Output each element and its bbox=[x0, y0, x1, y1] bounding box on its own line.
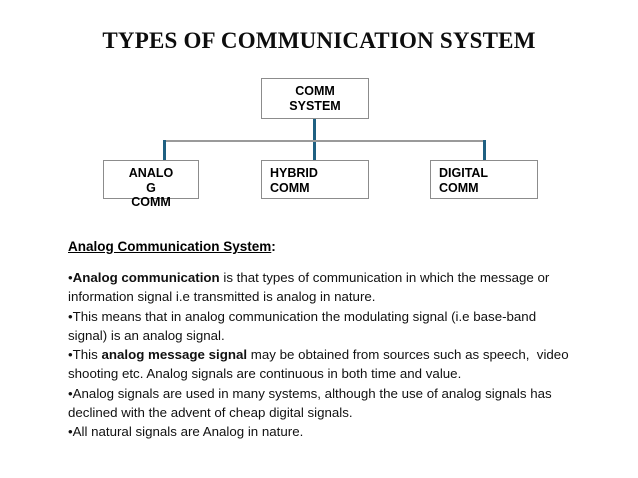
bullet-item: •All natural signals are Analog in natur… bbox=[68, 422, 578, 441]
bullet-text: is that types of communication in which … bbox=[68, 270, 557, 305]
bullet-bold-mid: analog message signal bbox=[101, 347, 248, 363]
diagram-node-analog-comm: ANALO G COMM bbox=[103, 160, 199, 209]
diagram-node-hybrid-comm: HYBRID COMM bbox=[261, 160, 369, 199]
bullet-text: Analog signals are used in many systems,… bbox=[68, 385, 560, 421]
bullet-item: •Analog signals are used in many systems… bbox=[68, 384, 578, 423]
bullet-text-tail: may be obtained from sources such as spe… bbox=[68, 347, 573, 382]
connector-digital-vertical bbox=[483, 140, 486, 160]
bullet-item: •This means that in analog communication… bbox=[68, 307, 578, 346]
bullet-marker: • bbox=[68, 424, 73, 440]
section-heading-colon: : bbox=[271, 239, 276, 254]
node-label-line-2: COMM bbox=[270, 180, 310, 195]
diagram-node-comm-system: COMM SYSTEM bbox=[261, 78, 369, 119]
node-label-line-3: COMM bbox=[131, 195, 171, 209]
node-label-line-2: COMM bbox=[439, 180, 479, 195]
bullet-marker: • bbox=[68, 385, 73, 401]
node-label-line-1: DIGITAL bbox=[439, 166, 489, 180]
connector-root-vertical bbox=[313, 119, 316, 160]
node-label-line-2: G bbox=[146, 180, 156, 195]
communication-system-tree-diagram: COMM SYSTEM ANALO G COMM HYBRID COMM DIG… bbox=[0, 0, 638, 215]
page-title: TYPES OF COMMUNICATION SYSTEM bbox=[102, 28, 536, 53]
bullet-text: This means that in analog communication … bbox=[68, 308, 544, 343]
content-body: Analog Communication System: •Analog com… bbox=[68, 238, 578, 442]
bullet-marker: • bbox=[68, 270, 73, 285]
node-label-line-1: ANALO bbox=[128, 166, 174, 180]
section-heading: Analog Communication System: bbox=[68, 238, 578, 256]
bullet-marker: • bbox=[68, 308, 73, 324]
bullet-marker: • bbox=[68, 347, 73, 363]
connector-analog-vertical bbox=[163, 140, 166, 160]
connector-horizontal-bar bbox=[163, 140, 486, 142]
node-label-line-2: SYSTEM bbox=[289, 98, 341, 113]
bullet-text: This bbox=[72, 347, 102, 363]
diagram-node-digital-comm: DIGITAL COMM bbox=[430, 160, 538, 199]
bullet-bold-lead: Analog communication bbox=[72, 270, 220, 285]
bullet-item: •This analog message signal may be obtai… bbox=[68, 345, 578, 384]
bullet-item: •Analog communication is that types of c… bbox=[68, 268, 578, 307]
section-heading-text: Analog Communication System bbox=[68, 239, 272, 254]
node-label-line-1: HYBRID bbox=[270, 166, 318, 180]
node-label-line-1: COMM bbox=[295, 84, 335, 98]
bullet-text: All natural signals are Analog in nature… bbox=[72, 424, 304, 440]
